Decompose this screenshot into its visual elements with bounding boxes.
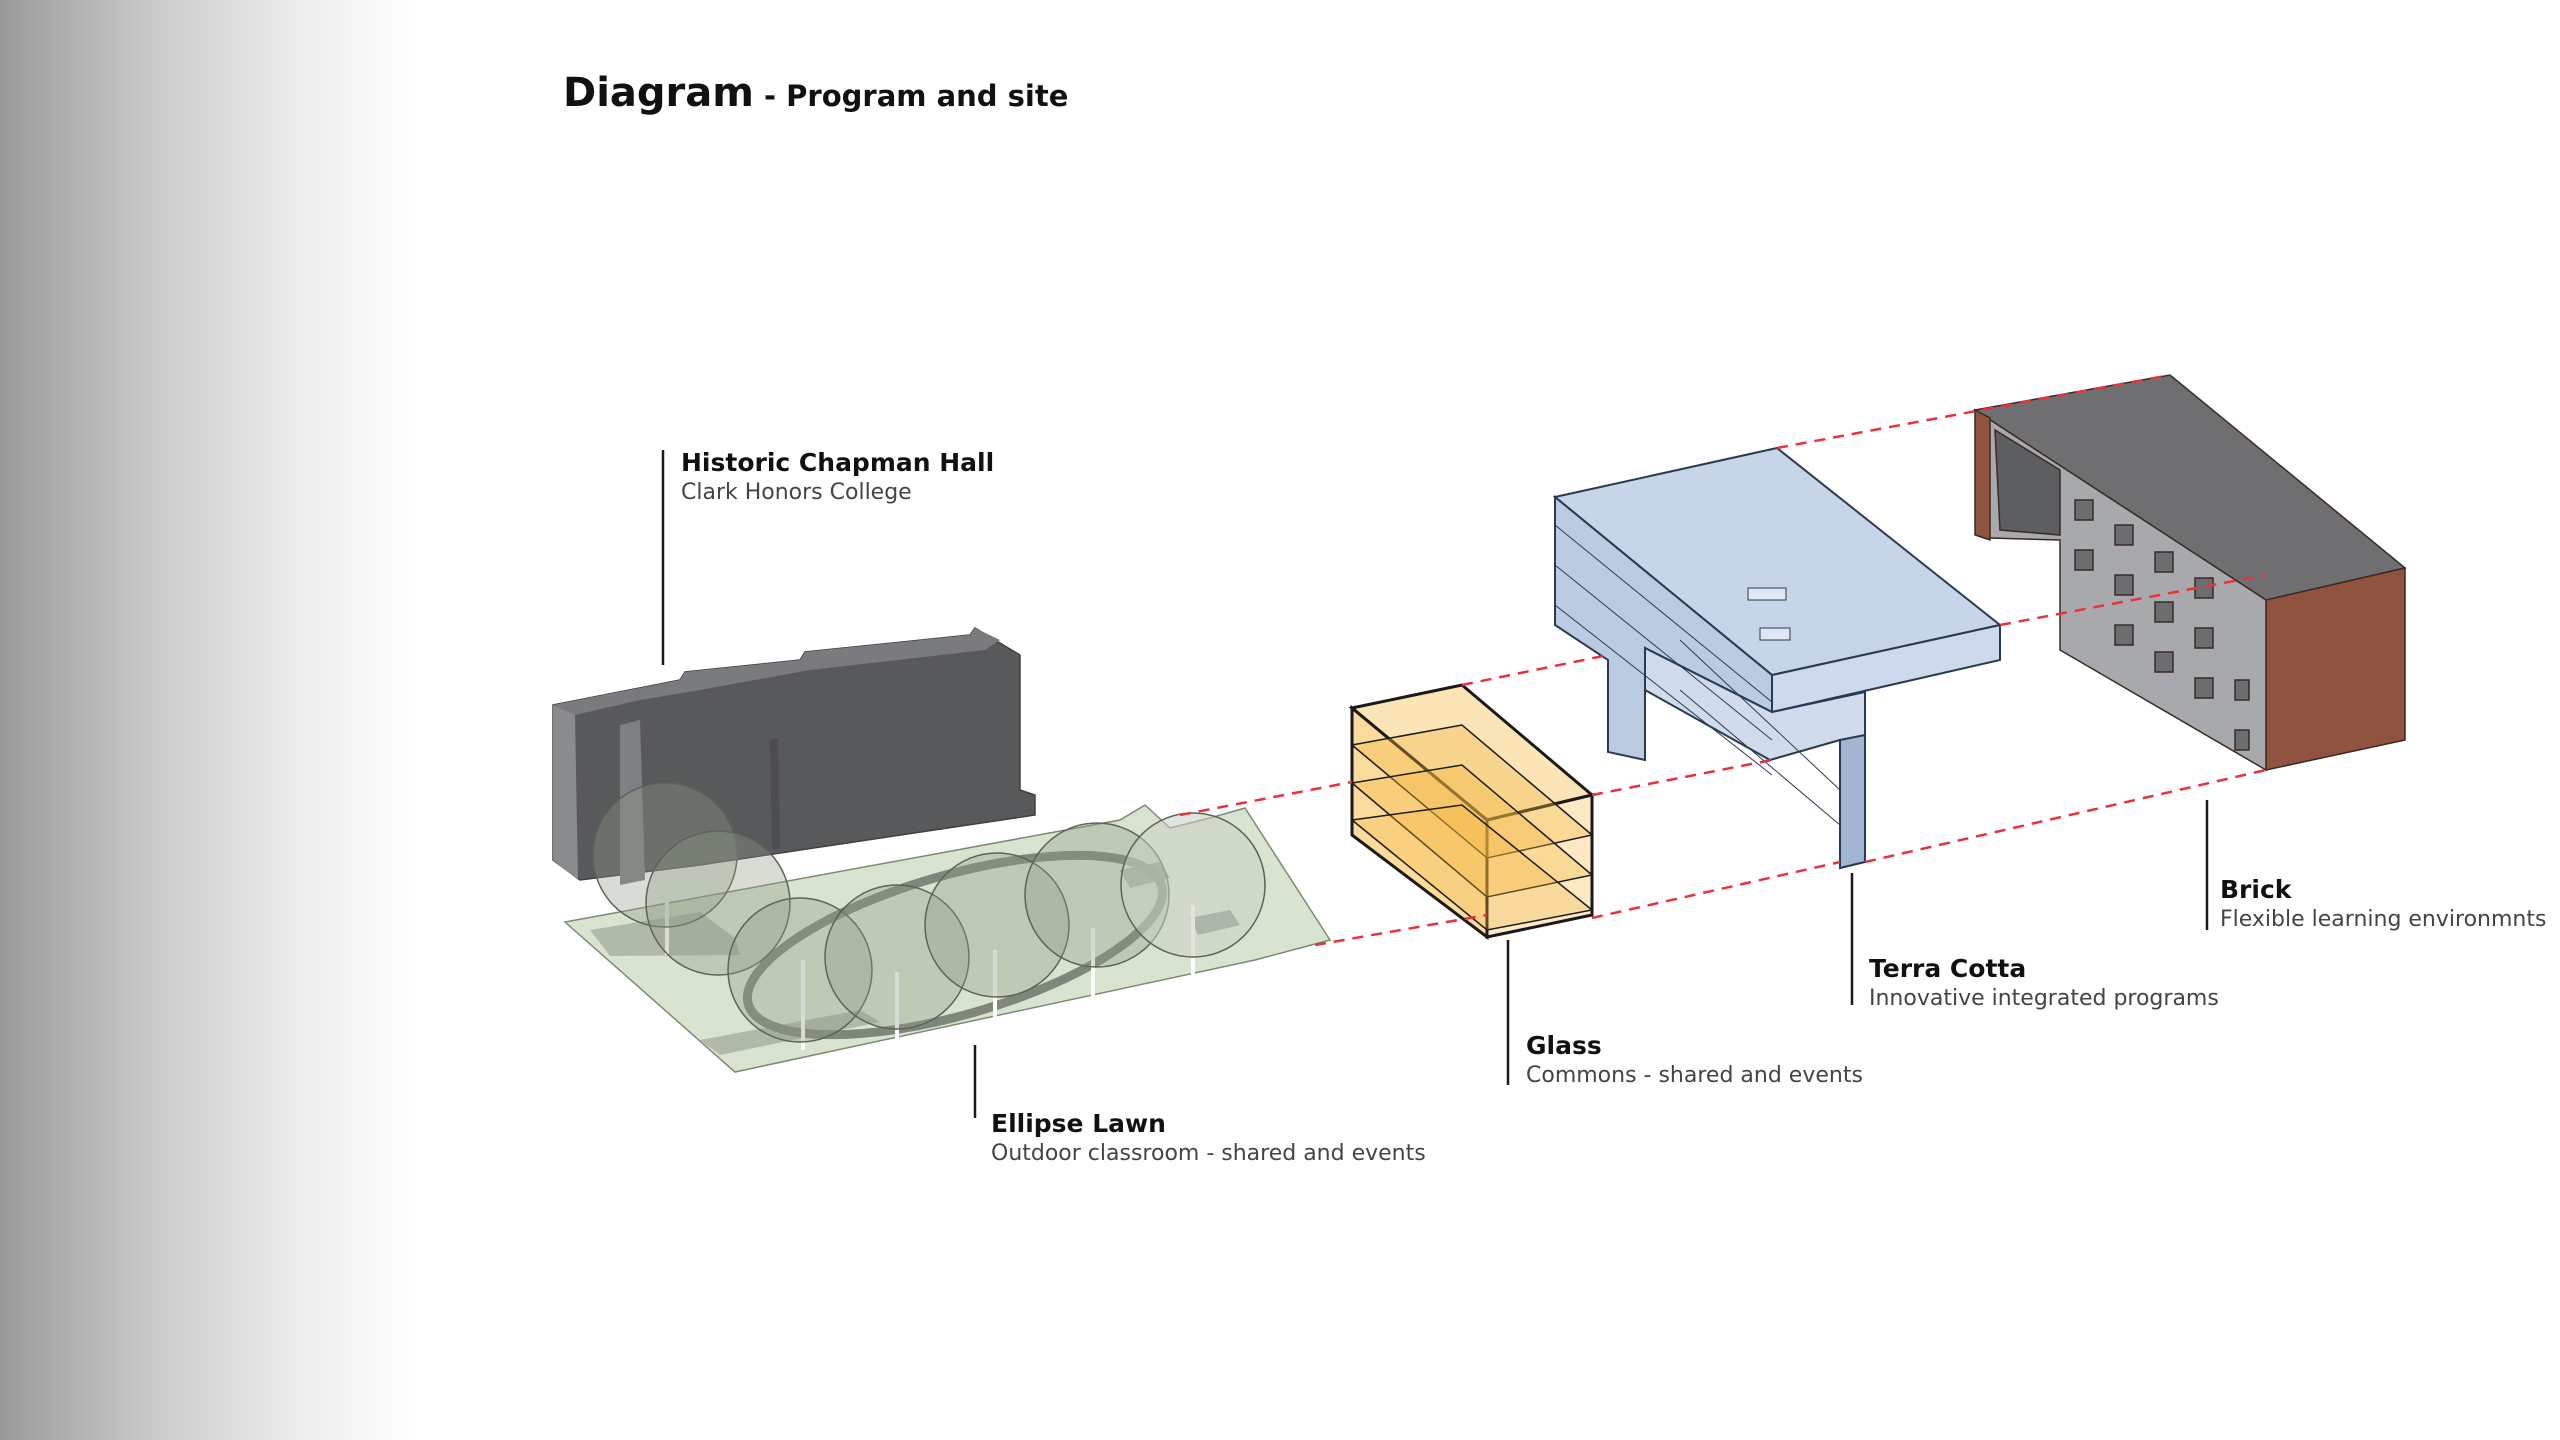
label-glass-desc: Commons - shared and events: [1526, 1063, 1863, 1088]
page-title: Diagram - Program and site: [563, 70, 1068, 116]
side-gradient: [0, 0, 420, 1440]
alignment-guide-lines: [1179, 373, 2267, 947]
label-glass: Glass Commons - shared and events: [1526, 1030, 1863, 1090]
label-chapman-desc: Clark Honors College: [681, 480, 912, 505]
label-glass-title: Glass: [1526, 1031, 1602, 1060]
page-title-main: Diagram: [563, 70, 754, 116]
label-terra-cotta: Terra Cotta Innovative integrated progra…: [1869, 953, 2219, 1013]
terra-cotta-block: [1552, 446, 2003, 870]
outdoor-classroom-circles: [592, 782, 1266, 1043]
label-terracotta-title: Terra Cotta: [1869, 954, 2027, 983]
chapman-hall-block: [552, 627, 1036, 885]
brick-block: [1973, 374, 2407, 772]
label-chapman-hall: Historic Chapman Hall Clark Honors Colle…: [681, 447, 994, 507]
label-brick-title: Brick: [2220, 875, 2292, 904]
label-ellipse-lawn: Ellipse Lawn Outdoor classroom - shared …: [991, 1108, 1426, 1168]
label-lawn-desc: Outdoor classroom - shared and events: [991, 1141, 1426, 1166]
label-chapman-title: Historic Chapman Hall: [681, 448, 995, 477]
label-terracotta-desc: Innovative integrated programs: [1869, 986, 2219, 1011]
label-lawn-title: Ellipse Lawn: [991, 1109, 1166, 1138]
glass-block: [1348, 683, 1596, 941]
label-brick: Brick Flexible learning environmnts: [2220, 874, 2546, 934]
label-leader-lines: [661, 450, 2209, 1118]
label-brick-desc: Flexible learning environmnts: [2220, 907, 2547, 932]
page-title-sub: - Program and site: [753, 79, 1069, 113]
